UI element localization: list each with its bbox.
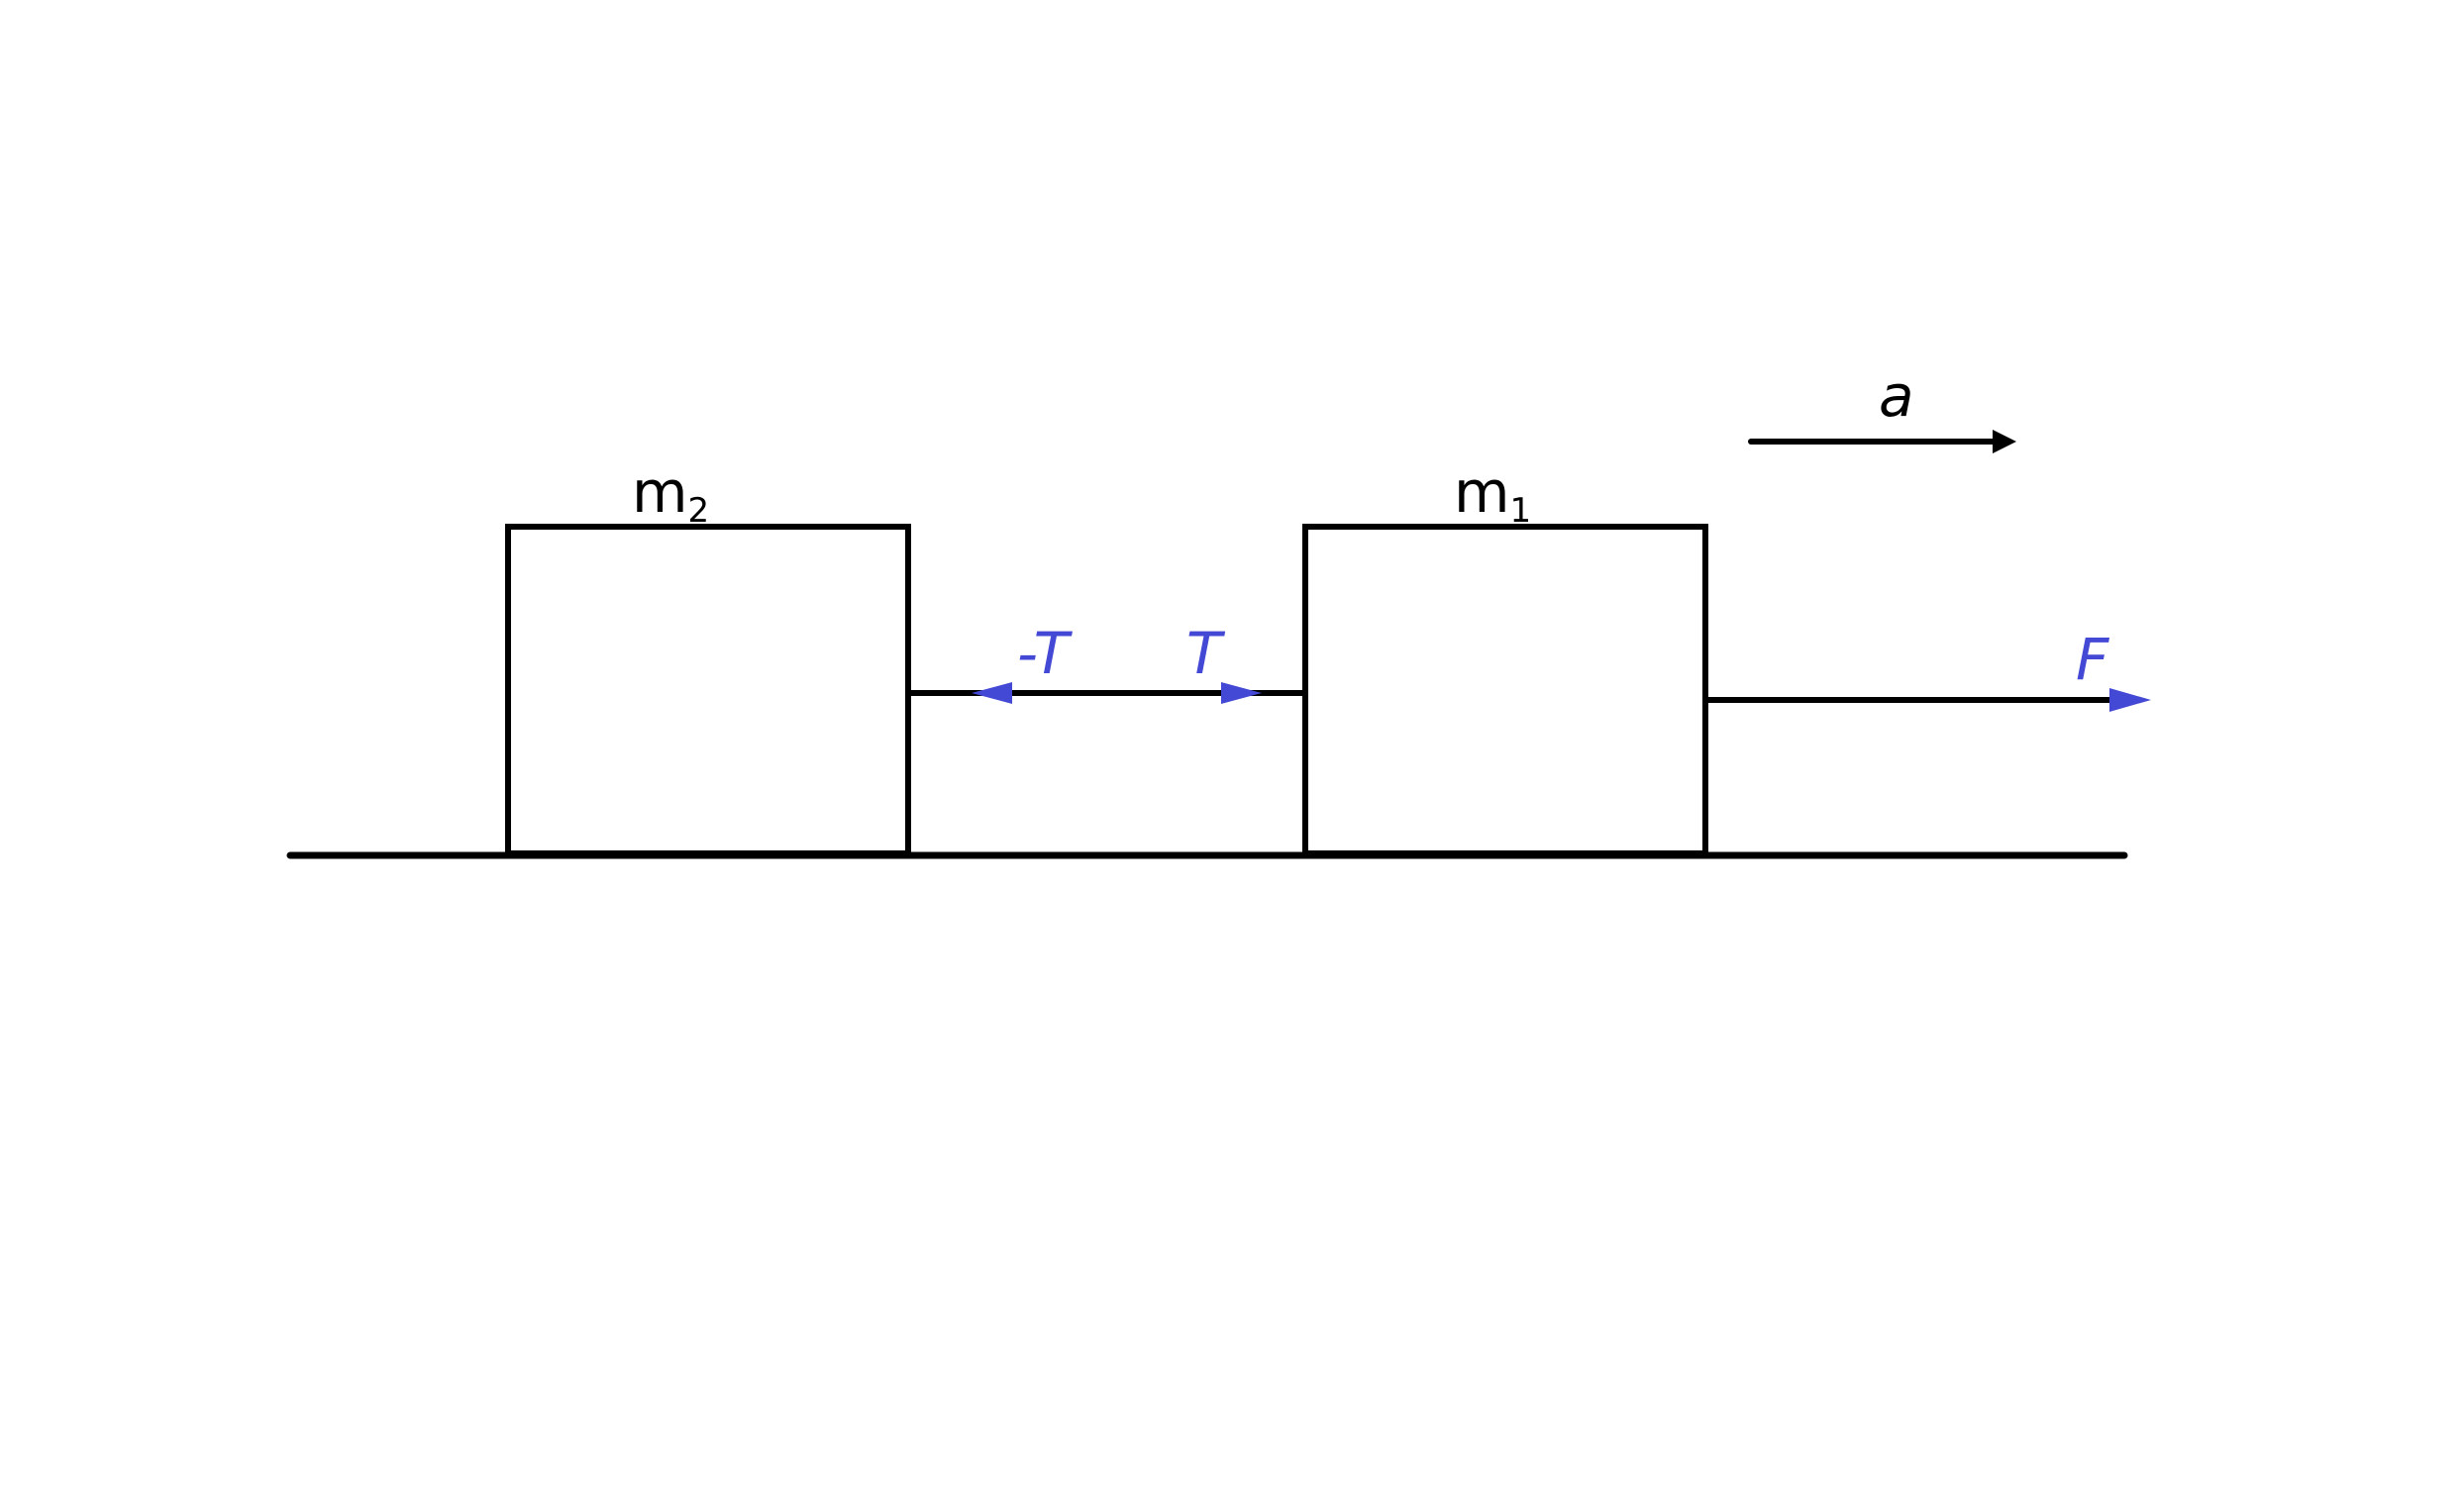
acceleration-label: a [1879,362,1914,430]
tension-right-label: T [1186,620,1226,687]
block-m1 [1302,524,1708,856]
mass-m1-label: m1 [1454,458,1531,531]
tension-right-arrowhead [1221,682,1262,704]
tension-left-label: -T [1017,620,1074,687]
mass-m2-label: m2 [632,458,709,531]
force-label: F [2076,626,2110,693]
force-arrowhead [2109,688,2151,712]
acceleration-arrowhead [1993,430,2016,453]
block-m2 [505,524,911,856]
tension-left-arrowhead [972,682,1012,704]
